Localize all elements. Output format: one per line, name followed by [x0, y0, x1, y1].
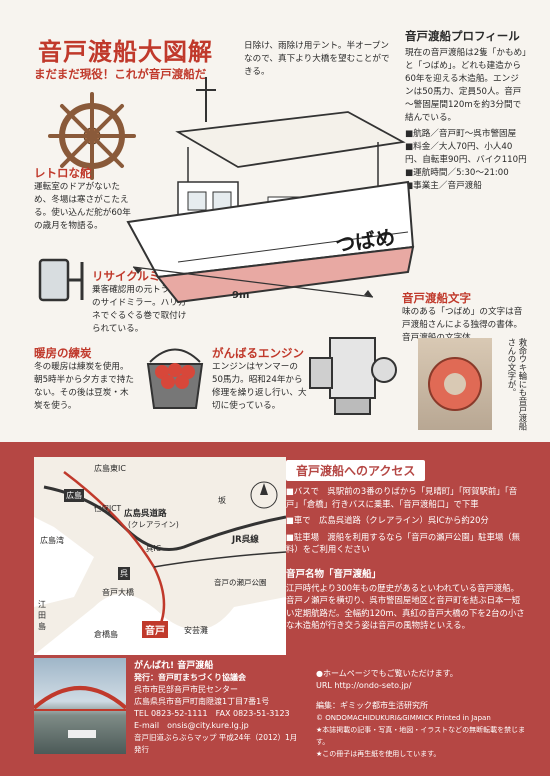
letters-heading: 音戸渡船文字	[402, 291, 471, 305]
access-block: 音戸渡船へのアクセス ■バスで 呉駅前の3番のりばから「見晴町」「阿賀駅前」「音…	[286, 460, 526, 632]
profile-item: ■事業主／音戸渡船	[405, 181, 482, 191]
map-label: 広島東IC	[94, 464, 126, 473]
retro-body: 運転室のドアがないため、冬場は寒さがこたえる。使い込んだ舵が60年の歳月を物語る…	[34, 182, 131, 231]
footer-homepage: ●ホームページでもご覧いただけます。	[316, 669, 458, 678]
boat-illustration	[126, 77, 415, 304]
access-mode: 駐車場	[293, 531, 320, 542]
page-title: 音戸渡船大図解	[38, 38, 213, 66]
length-arrow-icon	[132, 266, 374, 298]
retro-block: レトロな舵 運転室のドアがないため、冬場は寒さがこたえる。使い込んだ舵が60年の…	[34, 165, 136, 233]
map-label: 仁保JCT	[94, 504, 122, 513]
profile-item: ■運航時間／5:30～21:00	[405, 168, 509, 178]
footer-note: ★本誌掲載の記事・写真・地図・イラストなどの無断転載を禁じます。	[316, 726, 526, 746]
access-mode: バスで	[293, 486, 320, 496]
bridge-icon	[32, 686, 128, 738]
footer-series: 音戸旧道ぶらぶらマップ 平成24年（2012）1月発行	[134, 733, 298, 754]
lifebuoy-photo	[418, 338, 492, 430]
footer-tel: TEL 0823-52-1111 FAX 0823-51-3123	[134, 709, 290, 718]
footer-url[interactable]: URL http://ondo-seto.jp/	[316, 681, 412, 690]
map-label: 広島呉道路	[124, 509, 167, 519]
footer-left: がんばれ! 音戸渡船 発行：音戸町まちづくり協議会 呉市市民部音戸市民センター …	[134, 660, 304, 756]
meibutsu-body: 江戸時代より300年もの歴史があるといわれている音戸渡船。音戸ノ瀬戸を横切り、呉…	[286, 582, 525, 631]
footer-right: ●ホームページでもご覧いただけます。 URL http://ondo-seto.…	[316, 668, 532, 760]
charcoal-heading: 暖房の練炭	[34, 346, 92, 360]
charcoal-bucket-icon	[146, 348, 204, 409]
map-label: 安芸灘	[184, 626, 208, 635]
map-label: 音戸の瀬戸公園	[214, 578, 267, 587]
map-label: JR呉線	[232, 535, 259, 545]
footer-note: ★この冊子は再生紙を使用しています。	[316, 750, 441, 758]
profile-heading: 音戸渡船プロフィール	[405, 29, 520, 43]
lifebuoy-note: 救命ウキ輪にも音戸渡船さんの文字が。	[507, 338, 528, 431]
letters-block: 音戸渡船文字 味のある「つばめ」の文字は音戸渡船さんによる独得の書体。音戸渡船の…	[402, 290, 530, 345]
footer-email: E-mail onsis@city.kure.lg.jp	[134, 721, 249, 730]
map-label: 倉橋島	[94, 630, 118, 639]
footer-copyright: © ONDOMACHIDUKURI&GIMMICK Printed in Jap…	[316, 714, 491, 722]
profile-body: 現在の音戸渡船は2隻「かもめ」と「つばめ」。どれも建造から60年を迎える木造船。…	[405, 48, 527, 123]
access-text: 呉駅前の3番のりばから「見晴町」「阿賀駅前」「音戸」「倉橋」行きバスに乗車、「音…	[286, 486, 518, 509]
tent-note: 日除け、雨除け用テント。半オープンなので、真下より大橋を望むことができる。	[244, 41, 390, 77]
profile-item: ■料金／大人70円、小人40円、自転車90円、バイク110円	[405, 142, 527, 165]
charcoal-body: 冬の暖房は練炭を使用。朝5時半から夕方まで持たない。その後は豆炭・木炭を使う。	[34, 362, 134, 411]
map-label: 音戸	[142, 621, 168, 638]
mirror-icon	[38, 258, 84, 302]
map-label: 広島	[64, 489, 84, 502]
retro-heading: レトロな舵	[34, 166, 92, 180]
map-label: 音戸大橋	[102, 588, 134, 597]
map-label: 坂	[218, 496, 226, 505]
profile-item: ■航路／音戸町～呉市警固屋	[405, 129, 517, 139]
access-row: ■駐車場 渡船を利用するなら「音戸の瀬戸公園」駐車場（無料）をご利用ください	[286, 531, 521, 555]
footer-editor: 編集：ギミック都市生活研究所	[316, 701, 428, 710]
access-row: ■バスで 呉駅前の3番のりばから「見晴町」「阿賀駅前」「音戸」「倉橋」行きバスに…	[286, 486, 518, 509]
access-row: ■車で 広島呉道路（クレアライン）呉ICから約20分	[286, 515, 489, 525]
map-label: 呉IC	[146, 544, 161, 553]
mirror-body: 乗客確認用の元トラックのサイドミラー。ハリガネでぐるぐる巻で取付けられている。	[92, 285, 187, 334]
map-label: 江田島	[38, 600, 46, 631]
footer-cheer: がんばれ! 音戸渡船	[134, 661, 214, 671]
ship-wheel-icon	[48, 92, 136, 180]
footer-address2: 広島県呉市音戸町南隠渡1丁目7番1号	[134, 697, 270, 706]
access-text: 渡船を利用するなら「音戸の瀬戸公園」駐車場（無料）をご利用ください	[286, 531, 521, 555]
access-text: 広島呉道路（クレアライン）呉ICから約20分	[319, 515, 489, 525]
lifebuoy-icon	[428, 357, 482, 411]
engine-icon	[309, 337, 397, 415]
profile-box: 音戸渡船プロフィール 現在の音戸渡船は2隻「かもめ」と「つばめ」。どれも建造から…	[405, 28, 527, 193]
charcoal-block: 暖房の練炭 冬の暖房は練炭を使用。朝5時半から夕方まで持たない。その後は豆炭・木…	[34, 345, 134, 413]
footer-issuer: 発行：音戸町まちづくり協議会	[134, 673, 246, 682]
access-map: 広島東IC 広島 仁保JCT 広島湾 広島呉道路 (クレアライン) 呉IC JR…	[34, 457, 286, 655]
access-heading: 音戸渡船へのアクセス	[286, 460, 426, 481]
page-subtitle: まだまだ現役！これが音戸渡船だ	[34, 67, 207, 81]
map-label: 呉	[118, 567, 130, 580]
map-label: 広島湾	[40, 536, 64, 545]
footer-address1: 呉市市民部音戸市民センター	[134, 685, 238, 694]
engine-block: がんばるエンジン エンジンはヤンマーの50馬力。昭和24年から修理を繰り返し行い…	[212, 345, 308, 413]
meibutsu-heading: 音戸名物「音戸渡船」	[286, 568, 382, 580]
map-label: (クレアライン)	[128, 520, 179, 529]
access-mode: 車で	[293, 515, 311, 525]
engine-body: エンジンはヤンマーの50馬力。昭和24年から修理を繰り返し行い、大切に使っている…	[212, 362, 307, 411]
engine-heading: がんばるエンジン	[212, 346, 304, 360]
bridge-photo	[32, 658, 128, 754]
length-label: 9m	[232, 290, 250, 301]
